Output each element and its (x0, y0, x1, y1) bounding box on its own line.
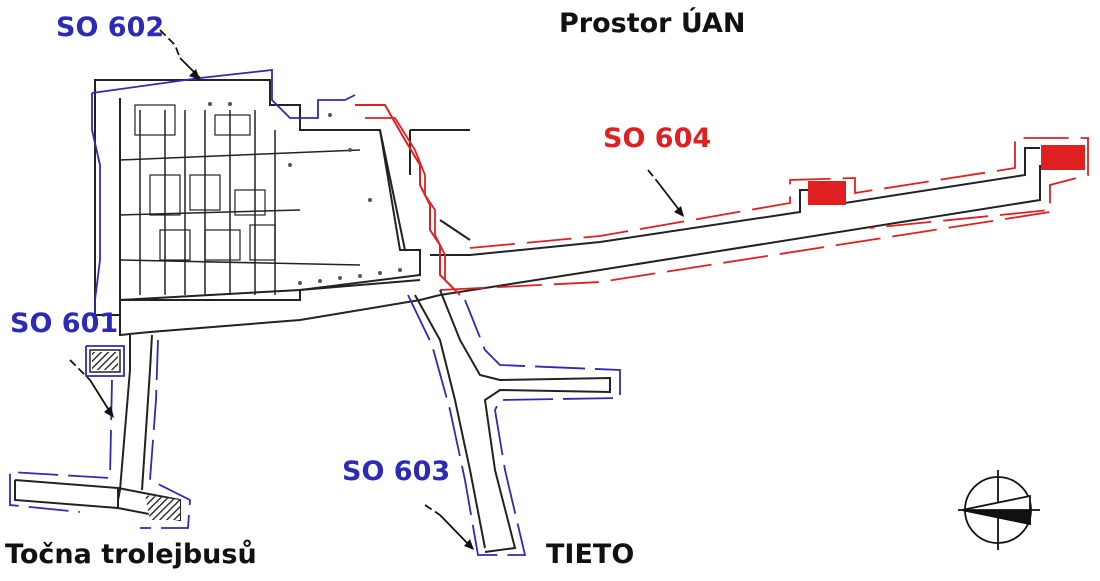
label-so-604: SO 604 (603, 123, 712, 154)
so603-boundary (407, 294, 621, 556)
column-markers (208, 102, 402, 285)
label-so-601: SO 601 (10, 308, 119, 339)
label-tieto: TIETO (546, 539, 635, 570)
so601-boundary (9, 339, 191, 529)
north-arrow-icon (958, 470, 1040, 550)
so603-branch (414, 289, 611, 553)
label-so-602: SO 602 (56, 12, 165, 43)
main-corridor (119, 147, 1041, 337)
label-tocna-trolejbusu: Točna trolejbusů (5, 539, 257, 570)
so601-stairs (92, 352, 180, 520)
building-block (94, 79, 471, 316)
so604-boundary (355, 104, 1089, 296)
so601-branch (14, 334, 181, 522)
red-block-2 (1041, 145, 1085, 170)
label-so-603: SO 603 (342, 456, 451, 487)
red-block-1 (808, 181, 846, 205)
label-prostor-uan: Prostor ÚAN (559, 8, 746, 39)
arrow-heads (104, 69, 684, 550)
so602-boundary (91, 68, 356, 330)
